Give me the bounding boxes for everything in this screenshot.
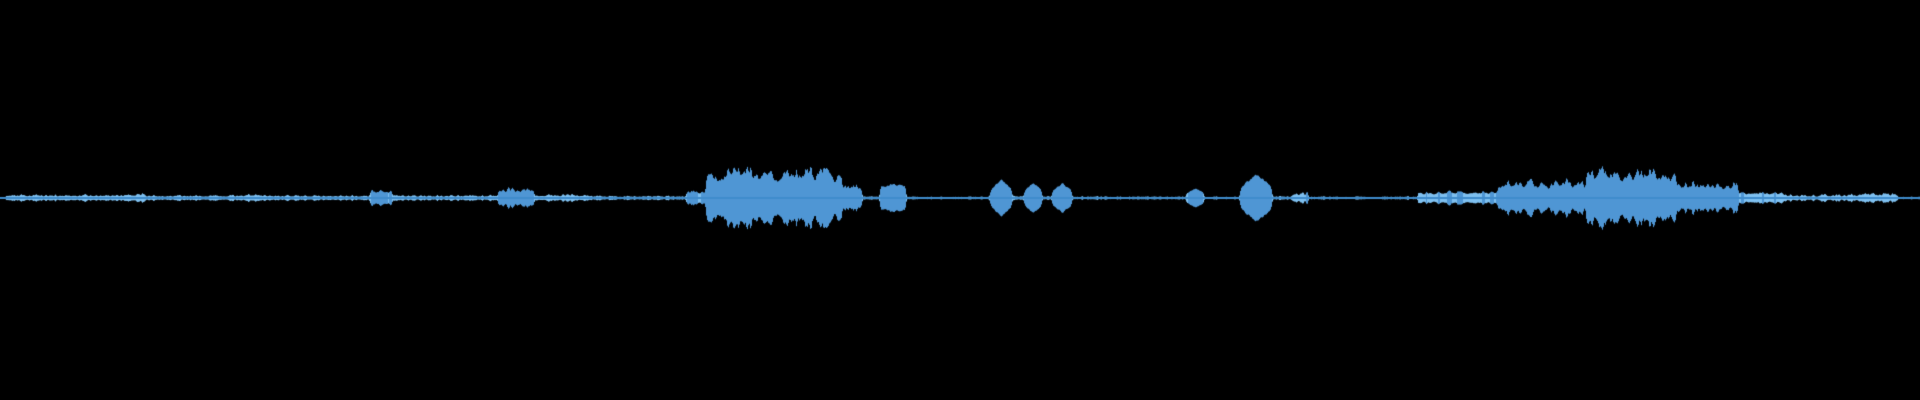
waveform-canvas[interactable] — [0, 0, 1920, 400]
audio-waveform-viewer[interactable] — [0, 0, 1920, 400]
